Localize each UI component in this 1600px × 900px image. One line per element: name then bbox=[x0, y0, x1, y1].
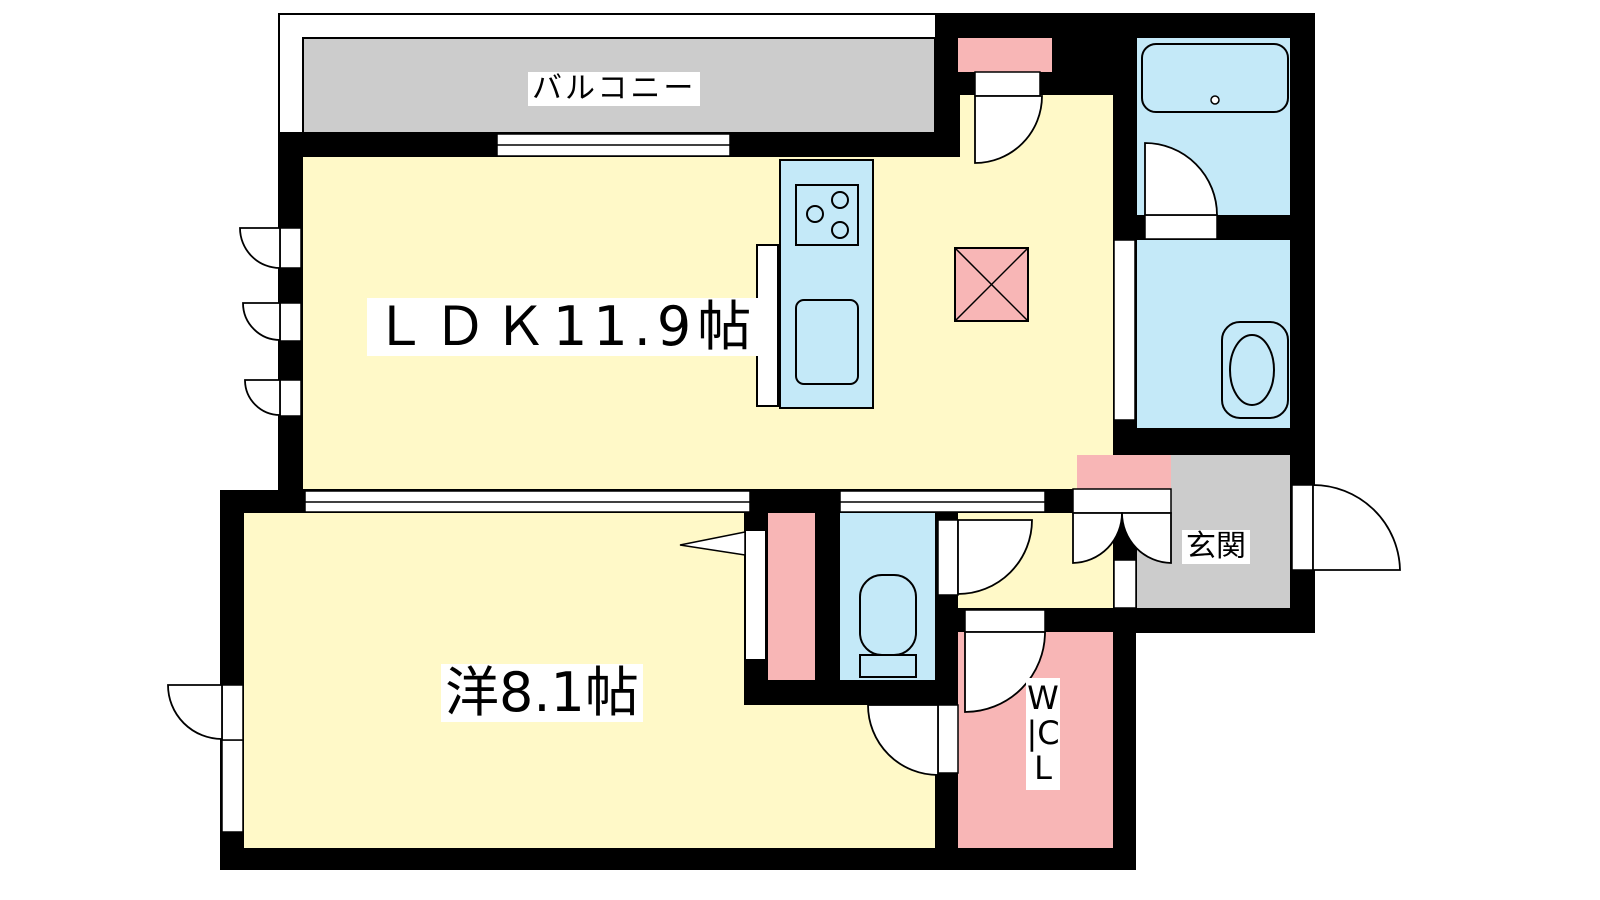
kitchen-counter bbox=[779, 159, 874, 409]
shoe-closet bbox=[1077, 455, 1171, 489]
door-arc bbox=[957, 519, 1033, 595]
door-arc bbox=[239, 227, 281, 269]
door-arc bbox=[964, 631, 1046, 713]
storage-top bbox=[958, 38, 1052, 72]
entrance-label: 玄関 bbox=[1182, 530, 1250, 564]
door-arc bbox=[1312, 484, 1401, 571]
door-swings bbox=[167, 95, 1401, 776]
bedroom-label: 洋8.1帖 bbox=[441, 664, 643, 722]
door-arc bbox=[242, 302, 281, 341]
stove bbox=[795, 184, 859, 246]
closet-door bbox=[744, 529, 767, 661]
wash-bowl bbox=[1229, 334, 1275, 406]
closet-door-swing bbox=[679, 531, 746, 556]
burner-icons bbox=[806, 191, 849, 239]
door-arc bbox=[1144, 142, 1218, 216]
bathtub bbox=[1141, 43, 1289, 113]
balcony-label: バルコニー bbox=[528, 72, 701, 106]
toilet-tank bbox=[859, 654, 917, 678]
refrigerator-space bbox=[954, 247, 1029, 322]
wash-basin bbox=[1221, 321, 1289, 419]
door-arc bbox=[867, 704, 939, 776]
walk-in-closet-label: W|CL bbox=[1026, 678, 1060, 790]
door-arc bbox=[974, 95, 1043, 164]
washroom bbox=[1137, 240, 1290, 428]
toilet-room bbox=[840, 513, 935, 680]
kitchen-sink bbox=[795, 299, 859, 385]
step bbox=[1113, 559, 1137, 609]
ldk-label: ＬＤＫ11.9帖 bbox=[367, 298, 764, 356]
door-arc bbox=[244, 379, 281, 416]
door-arc bbox=[1121, 512, 1172, 564]
bedroom-closet bbox=[768, 513, 815, 680]
bathtub-drain bbox=[1210, 95, 1220, 105]
door-arc bbox=[167, 684, 223, 740]
